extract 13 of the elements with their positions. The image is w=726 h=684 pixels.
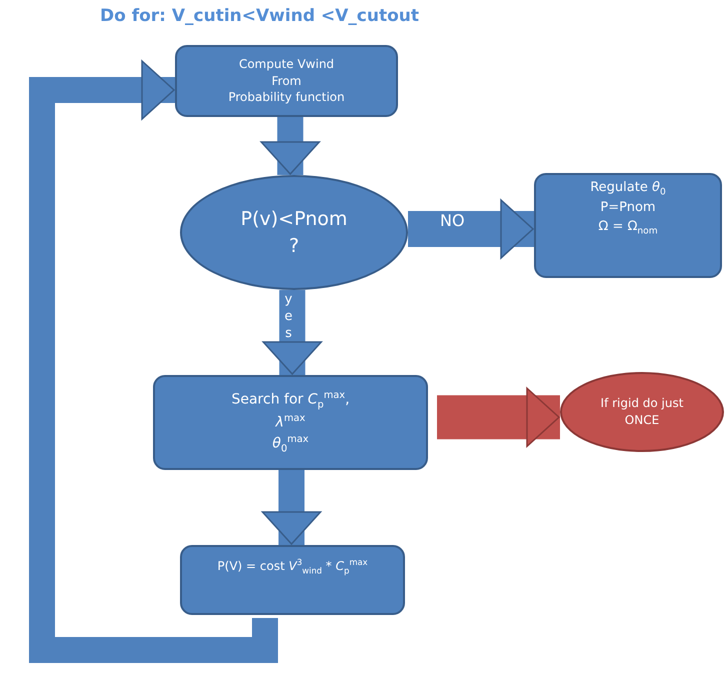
block-arrow xyxy=(260,117,320,175)
block-arrow xyxy=(437,388,560,447)
block-arrow xyxy=(262,470,322,545)
edge-label: NO xyxy=(440,211,465,230)
block-arrow xyxy=(262,290,322,375)
process-box: Compute Vwind From Probability function xyxy=(175,45,398,117)
diagram-title: Do for: V_cutin<Vwind <V_cutout xyxy=(100,6,420,26)
note-ellipse: If rigid do just ONCE xyxy=(560,372,724,452)
process-box: Regulate θ$_{0}$ P=Pnom Ω = Ω$_{nom}$ xyxy=(534,173,722,278)
block-arrow xyxy=(29,60,278,663)
block-arrow xyxy=(408,199,534,259)
decision-ellipse: P(v)<Pnom ? xyxy=(180,175,408,290)
edge-label: yes xyxy=(284,292,294,343)
